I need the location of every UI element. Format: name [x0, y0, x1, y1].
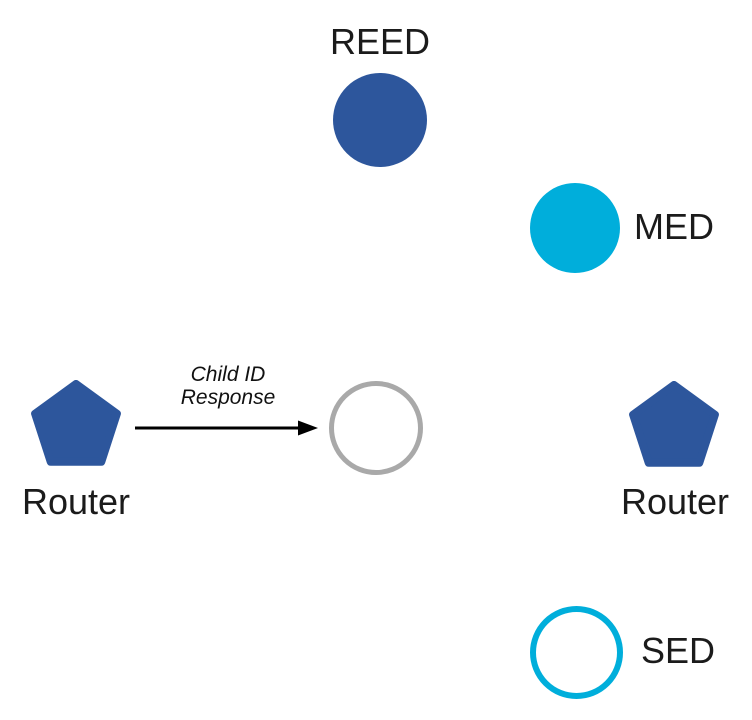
edge-label-line2: Response: [180, 386, 276, 409]
router-right-label: Router: [620, 481, 730, 522]
sed-outlined-circle-icon: [530, 606, 623, 699]
child-id-response-arrow: [135, 420, 318, 436]
router-right-node-icon: [629, 381, 719, 467]
med-filled-circle-icon: [530, 183, 620, 273]
med-node-icon: [530, 183, 620, 273]
router-left-label: Router: [21, 481, 131, 522]
med-label: MED: [634, 206, 714, 247]
router-left-node-icon: [31, 380, 121, 466]
router-right-pentagon-icon: [629, 381, 719, 467]
arrow-head-icon: [298, 420, 318, 436]
router-left-pentagon-icon: [31, 380, 121, 466]
joining-child-node-icon: [329, 381, 423, 475]
reed-node-icon: [333, 73, 427, 167]
sed-node-icon: [530, 606, 623, 699]
reed-label: REED: [329, 21, 431, 62]
edge-label-line1: Child ID: [190, 363, 266, 386]
sed-label: SED: [641, 630, 716, 671]
joining-child-outlined-circle-icon: [329, 381, 423, 475]
reed-filled-circle-icon: [333, 73, 427, 167]
edge-label-child-id-response: Child ID Response: [148, 363, 308, 409]
